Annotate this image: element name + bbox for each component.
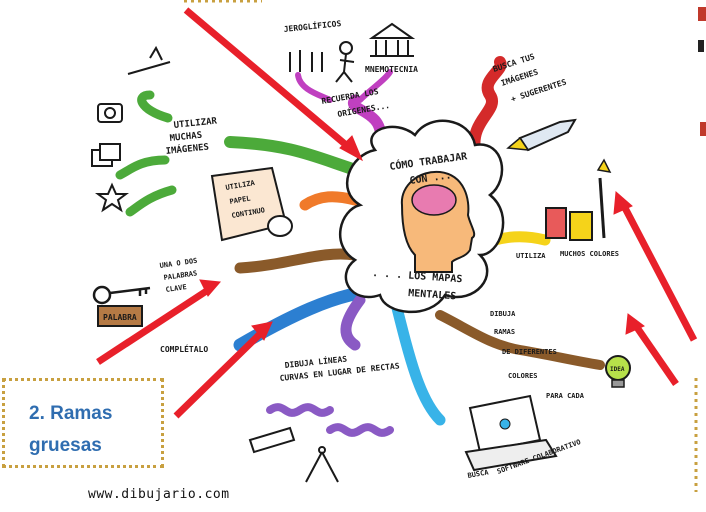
red-arrows [96, 7, 698, 419]
branch-green-sub1 [137, 90, 173, 123]
label-colores-line2: MUCHOS COLORES [560, 250, 619, 258]
lightbulb-icon [605, 355, 631, 388]
arrow-top [183, 7, 355, 153]
callout-line1: 2. Ramas [29, 403, 113, 424]
arrow-left-1-head [199, 279, 222, 297]
label-idea: IDEA [610, 366, 625, 373]
arrow-left-2-head [251, 321, 273, 341]
label-utilizar-line2: MUCHAS [169, 131, 202, 144]
branch-green-sub2 [115, 155, 170, 180]
edge-mark-red [698, 7, 706, 21]
arrow-right-1-head [613, 190, 633, 215]
paint-cans-icon [545, 158, 612, 241]
arrow-left-2 [173, 329, 265, 419]
label-palabras-line2: PALABRAS [163, 269, 198, 282]
label-ramas-line4: COLORES [508, 372, 538, 380]
label-palabras-line3: CLAVE [165, 283, 187, 294]
branch-magenta-sub2 [357, 69, 393, 103]
compass-icon [305, 446, 339, 483]
branch-brown [234, 248, 361, 274]
photos-icon [91, 143, 121, 167]
label-papel-line2: PAPEL [229, 194, 251, 206]
label-palabra-tag: PALABRA [103, 313, 137, 322]
center-bottom-line2: MENTALES [408, 288, 457, 302]
label-jeroglificos: JEROGLÍFICOS [283, 17, 342, 34]
label-ramas-line1: DIBUJA [490, 310, 516, 318]
label-colores-line1: UTILIZA [516, 252, 546, 260]
laptop-icon [464, 394, 558, 472]
brain-icon [411, 184, 457, 216]
edge-mark-red-2 [700, 122, 706, 136]
squiggle-purple [266, 403, 334, 417]
hieroglyphs-icon [289, 41, 355, 83]
label-software-line1: BUSCA [467, 468, 490, 480]
palabra-tag [97, 305, 143, 327]
arrow-right-2 [633, 324, 679, 386]
branch-purple [340, 294, 366, 351]
label-completalo: COMPLÉTALO [160, 343, 208, 354]
arrow-right-2-head [625, 313, 645, 335]
branch-brown-right [435, 310, 605, 370]
label-utilizar-line1: UTILIZAR [173, 116, 218, 131]
arrow-top-head [339, 135, 364, 162]
label-ramas-line3: DE DIFERENTES [502, 348, 557, 356]
arrow-right-1 [620, 204, 698, 342]
label-ramas-line2: RAMAS [494, 328, 515, 336]
key-icon [92, 285, 151, 305]
branch-cyan [389, 294, 446, 426]
temple-icon [368, 22, 416, 57]
branch-magenta-sub1 [295, 72, 333, 103]
camera-icon [97, 103, 123, 123]
arrow-left-1 [96, 287, 210, 365]
branch-red [468, 56, 507, 156]
ruler-icon [248, 426, 296, 454]
callout-line2: gruesas [29, 435, 102, 456]
footer-url: www.dibujario.com [88, 487, 230, 502]
witch-icon [127, 45, 171, 75]
paper-roll-icon [210, 166, 293, 242]
branch-green-sub3 [125, 185, 177, 217]
label-ramas-line5: PARA CADA [546, 392, 585, 400]
label-palabras-line1: UNA O DOS [159, 257, 198, 270]
rocket-icon [506, 118, 577, 152]
edge-mark-dark [698, 40, 704, 52]
star-icon [95, 182, 129, 213]
branch-orange [299, 191, 361, 211]
callout-box: 2. Ramas gruesas [2, 378, 164, 468]
label-mnemotecnia: MNEMOTECNIA [365, 65, 418, 74]
squiggle-purple-2 [326, 423, 394, 437]
